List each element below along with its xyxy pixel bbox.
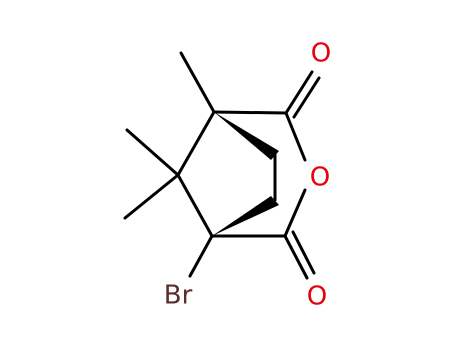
atom-bromine: Br <box>164 281 193 311</box>
bond-cme2-to-bridgehead-bottom <box>176 173 214 238</box>
bond-bridgehead-top-to-cme2 <box>176 110 216 177</box>
bond-methyl-top <box>179 51 216 114</box>
bond-carbonyl-top-double-1 <box>284 70 314 115</box>
bond-to-bromine <box>188 234 214 278</box>
wedge-bond-bottom <box>212 196 279 236</box>
atom-oxygen-ring: O <box>310 163 330 193</box>
wedge-bond-top <box>214 112 279 160</box>
bond-carbonyl-top-to-ring-o <box>284 111 307 162</box>
atom-oxygen-top: O <box>311 39 331 69</box>
bond-carbonyl-bottom-double-1 <box>283 234 309 280</box>
bond-carbonyl-top-double-2 <box>292 76 321 119</box>
bond-bridgehead-top-to-carbonyl <box>212 110 288 115</box>
bond-ring-o-to-carbonyl-bottom <box>283 188 307 238</box>
bond-gem-methyl-1 <box>125 128 180 177</box>
bond-carbonyl-bottom-double-2 <box>291 230 316 275</box>
bond-gem-methyl-2 <box>123 173 180 220</box>
atom-oxygen-bottom: O <box>307 282 327 312</box>
